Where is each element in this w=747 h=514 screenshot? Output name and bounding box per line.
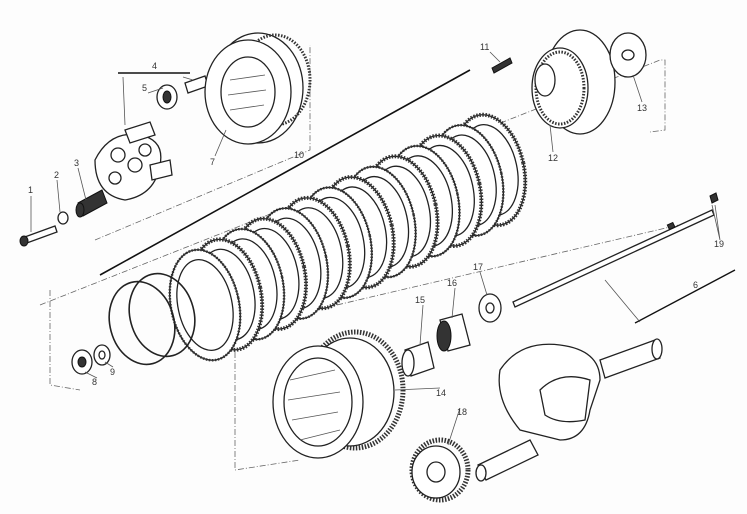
- part-ball: [709, 192, 719, 204]
- callout-2: 2: [54, 170, 59, 180]
- clutch-plate: [452, 112, 528, 228]
- clutch-plate: [408, 133, 484, 248]
- part-clutch-hub: [531, 29, 616, 135]
- callout-1: 1: [28, 185, 33, 195]
- callout-17: 17: [473, 262, 483, 272]
- part-pushrod: [512, 209, 715, 308]
- callout-10: 10: [294, 150, 304, 160]
- callout-9: 9: [110, 367, 115, 377]
- clutch-plate: [431, 123, 505, 237]
- callout-7: 7: [210, 157, 215, 167]
- part-thrust-washer: [609, 32, 647, 78]
- callout-14: 14: [436, 388, 446, 398]
- part-clutch-drum: [204, 32, 312, 145]
- clutch-plate: [256, 206, 330, 320]
- part-spacer: [401, 341, 435, 377]
- callout-4: 4: [152, 61, 157, 71]
- part-clutch-plate-stack: [168, 112, 528, 362]
- callout-13: 13: [637, 103, 647, 113]
- bracket-6: [634, 269, 736, 324]
- callout-labels: 1 2 3 4 5 6 7 8 9 10 11 12 13 14 15 16 1…: [28, 42, 724, 417]
- part-o-rings: [108, 272, 196, 366]
- callout-18: 18: [457, 407, 467, 417]
- bracket-10: [99, 69, 471, 276]
- part-crankshaft: [475, 338, 663, 482]
- part-bearing: [156, 84, 178, 110]
- clutch-plate: [277, 195, 352, 311]
- part-bolt: [19, 225, 58, 247]
- clutch-plate: [212, 227, 286, 341]
- clutch-plate: [365, 154, 440, 269]
- callout-11: 11: [480, 42, 489, 52]
- clutch-plate: [168, 248, 242, 362]
- leader-lines: [30, 51, 721, 446]
- clutch-plate: [387, 144, 461, 258]
- part-small-spring: [491, 57, 513, 74]
- callout-12: 12: [548, 153, 558, 163]
- callout-6: 6: [693, 280, 698, 290]
- callout-5: 5: [142, 83, 147, 93]
- part-primary-gear: [409, 437, 471, 503]
- callout-19: 19: [714, 239, 724, 249]
- clutch-plate: [321, 175, 396, 290]
- part-washer-17: [478, 293, 502, 323]
- clutch-plate: [176, 259, 234, 351]
- part-pressure-plate: [94, 121, 173, 201]
- part-clutch-basket: [272, 329, 406, 459]
- part-nut: [71, 349, 93, 375]
- part-needle-bearing: [436, 313, 471, 352]
- part-spring: [75, 189, 108, 218]
- callout-8: 8: [92, 377, 97, 387]
- clutch-plate: [189, 237, 265, 352]
- callout-15: 15: [415, 295, 425, 305]
- part-washer: [57, 211, 69, 225]
- callout-16: 16: [447, 278, 457, 288]
- part-lock-washer: [93, 344, 111, 366]
- callout-3: 3: [74, 158, 79, 168]
- clutch-plate: [233, 216, 309, 332]
